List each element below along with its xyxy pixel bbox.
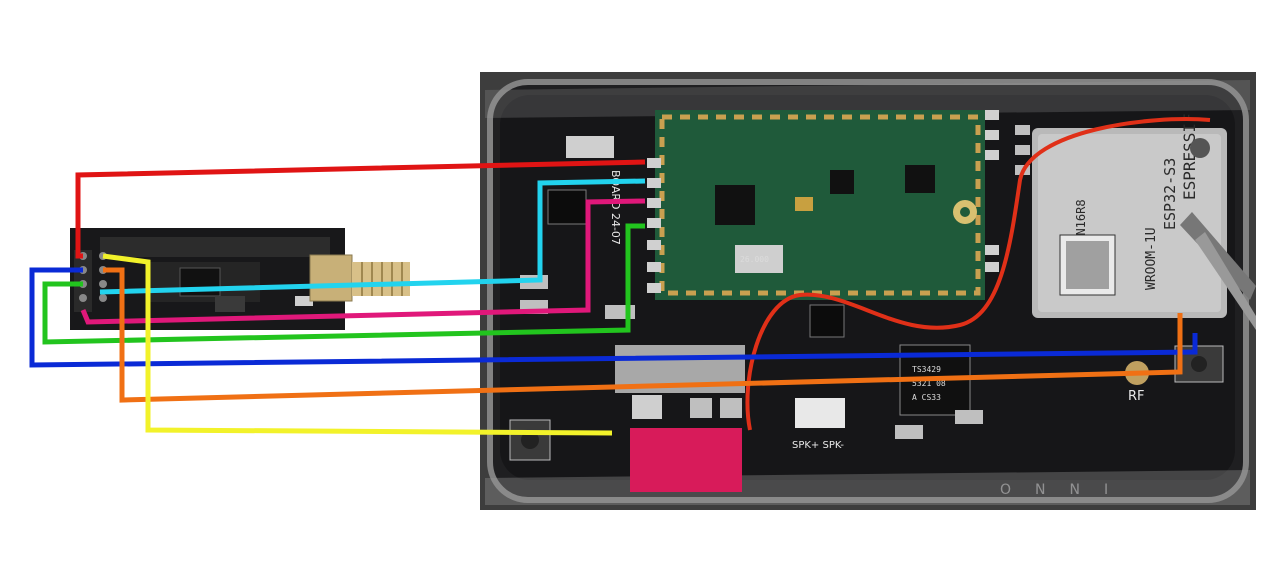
magenta-wire [80, 198, 646, 325]
crystal-label: 26.000 [740, 255, 769, 264]
tweezers [1180, 212, 1256, 330]
esp32-module: ESPRESSIF ESP32-S3 WROOM-1U MCN16R8 [1032, 113, 1227, 318]
codec-line-2: 5321 08 [912, 379, 946, 388]
blue-wire [29, 267, 1198, 368]
orange-wire [103, 267, 1183, 403]
cyan-wire [99, 178, 646, 295]
rf-silkscreen: RF [1128, 389, 1145, 404]
codec-line-1: TS3429 [912, 365, 941, 374]
sma-antenna-connector [309, 254, 410, 302]
case-lettering: ONNI [1000, 482, 1132, 498]
codec-line-3: A CS33 [912, 393, 941, 402]
pink-connector [630, 428, 742, 492]
module-marking-variant: WROOM-1U [1144, 227, 1159, 290]
red-wire [75, 159, 646, 259]
red-jumper-wire [745, 117, 1211, 431]
speaker-silkscreen: SPK+ SPK- [792, 440, 844, 451]
module-marking-model: ESP32-S3 [1161, 158, 1179, 230]
board-id-silkscreen: BOARD 24-07 [609, 170, 622, 245]
yellow-wire [102, 253, 613, 436]
green-wire [42, 223, 645, 345]
wiring [29, 159, 1198, 436]
codec-chip: TS3429 5321 08 A CS33 [912, 365, 946, 402]
green-rf-module: 26.000 [647, 110, 999, 300]
module-marking-brand: ESPRESSIF [1180, 113, 1199, 200]
